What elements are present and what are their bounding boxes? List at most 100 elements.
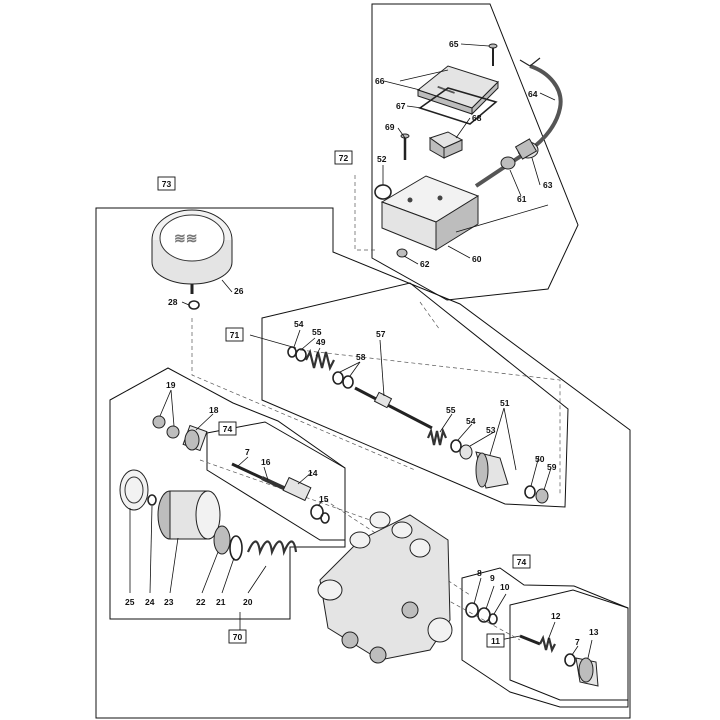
part-number: 65 [449,39,459,49]
part-number: 28 [168,297,178,307]
part-number-labels: 65 66 67 68 64 69 52 63 61 60 62 26 28 5… [125,39,599,647]
part-23-knob [157,490,221,540]
part-24-ring [147,494,157,506]
box-label-73-text: 73 [162,179,172,189]
part-number: 15 [319,494,329,504]
part-18-fitting [182,424,208,452]
box-label-11: 11 [486,633,505,648]
part-number: 50 [535,454,545,464]
box-label-71: 71 [225,327,244,342]
box-label-11-text: 11 [491,636,500,646]
part-61-nut [500,156,516,170]
part-number: 13 [589,627,599,637]
part-12-valve [519,634,556,654]
part-number: 54 [294,319,304,329]
part-7-screw [231,462,263,480]
part-53-seat [459,444,473,460]
part-21-ring [229,535,243,561]
part-number: 62 [420,259,430,269]
part-number: 51 [500,398,510,408]
part-number: 8 [477,568,482,578]
part-16-stem [261,476,289,492]
part-number: 68 [472,113,482,123]
svg-text:≋≋: ≋≋ [174,230,197,246]
part-number: 55 [446,405,456,415]
assembly-line [419,584,521,641]
part-number: 58 [356,352,366,362]
part-22-bearing [213,525,231,555]
box-label-73: 73 [157,176,176,191]
part-number: 55 [312,327,322,337]
part-number: 54 [466,416,476,426]
part-19-nut [166,425,180,439]
part-13-plug [575,657,599,687]
part-number: 7 [245,447,250,457]
frame-72 [371,3,579,301]
part-26-gauge: ≋≋ [151,209,233,294]
assembly-line [354,175,376,251]
part-60-housing [380,175,480,251]
box-label-71-text: 71 [230,330,240,340]
part-58-ring [332,371,344,385]
part-number: 66 [375,76,385,86]
part-7-ring [564,653,576,667]
part-number: 25 [125,597,135,607]
part-number: 49 [316,337,326,347]
part-66-lid: ▬▬▬ [416,65,499,116]
assembly-line [191,318,416,471]
box-label-72: 72 [334,150,353,165]
main-frame [95,207,631,719]
part-number: 22 [196,597,206,607]
part-62-plug [396,248,408,258]
part-number: 63 [543,180,553,190]
pump-body [317,511,453,664]
part-28-washer [188,300,200,310]
part-number: 26 [234,286,244,296]
part-49-spring [305,348,335,372]
part-59-plug [535,488,549,504]
part-57-stem [354,386,433,430]
part-number: 20 [243,597,253,607]
part-51-valve [475,451,509,489]
part-number: 12 [551,611,561,621]
frame-71 [261,282,569,508]
part-19-nut [152,415,166,429]
part-number: 23 [164,597,174,607]
box-label-72-text: 72 [339,153,349,163]
box-label-74-lower: 74 [512,554,531,569]
part-number: 16 [261,457,271,467]
part-number: 10 [500,582,510,592]
box-label-74-lower-text: 74 [517,557,527,567]
part-68-switch [428,131,464,159]
assembly-line [419,301,441,331]
part-50-ring [524,485,536,499]
part-58-ring [342,375,354,389]
part-number: 60 [472,254,482,264]
part-number: 57 [376,329,386,339]
box-label-74-upper-text: 74 [223,424,233,434]
part-63-gland [514,138,539,160]
part-number: 67 [396,101,406,111]
part-number: 69 [385,122,395,132]
part-number: 7 [575,637,580,647]
part-number: 24 [145,597,155,607]
part-number: 64 [528,89,538,99]
part-55-spring [426,427,448,446]
part-64-wires [519,57,541,67]
part-67-gasket [418,87,498,125]
box-label-74-upper: 74 [218,421,237,436]
part-52-o-ring [374,184,392,200]
part-54-ring [450,439,462,453]
part-number: 59 [547,462,557,472]
part-number: 61 [517,194,527,204]
part-number: 9 [490,573,495,583]
part-25-cap [119,469,149,511]
box-label-70-text: 70 [233,632,243,642]
assembly-line [199,459,371,521]
part-number: 14 [308,468,318,478]
part-8-ring [465,602,479,618]
box-label-70: 70 [228,629,247,644]
part-20-spring [246,540,298,557]
part-14-body [282,476,312,502]
